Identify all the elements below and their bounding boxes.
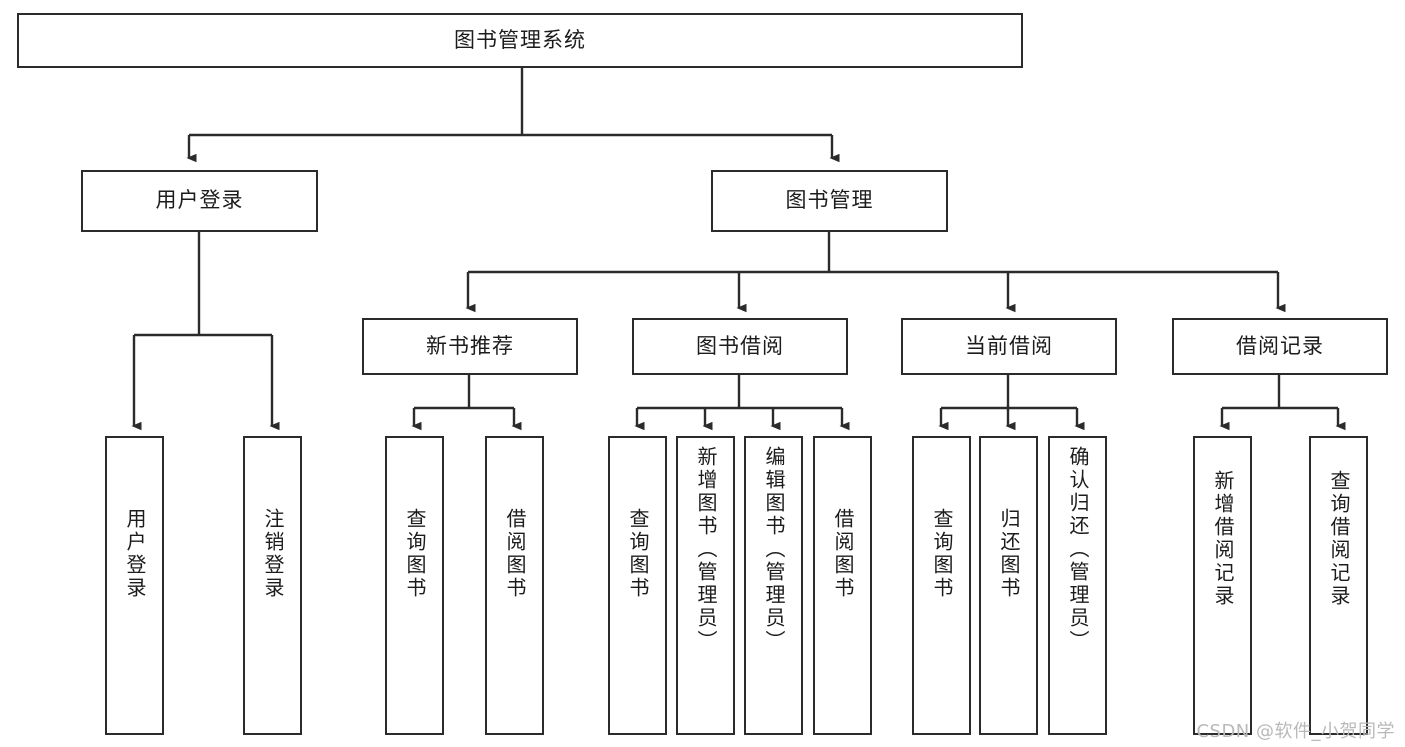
leaf-query-borrow-record[interactable]: 查询借阅记录 (1309, 436, 1368, 735)
leaf-borrow-book-recommend[interactable]: 借阅图书 (485, 436, 544, 735)
node-label: 图书借阅 (696, 333, 784, 358)
csdn-watermark: CSDN @软件_小贺同学 (1196, 721, 1395, 742)
node-label: 借阅图书 (503, 508, 527, 600)
leaf-query-book-recommend[interactable]: 查询图书 (385, 436, 444, 735)
leaf-user-login[interactable]: 用户登录 (105, 436, 164, 735)
leaf-query-book-borrow[interactable]: 查询图书 (608, 436, 667, 735)
node-label: 用户登录 (123, 508, 147, 600)
leaf-query-book-current[interactable]: 查询图书 (912, 436, 971, 735)
node-label: 查询图书 (403, 508, 427, 600)
node-borrow-record[interactable]: 借阅记录 (1172, 318, 1388, 375)
node-book-borrow[interactable]: 图书借阅 (632, 318, 848, 375)
node-new-book-recommend[interactable]: 新书推荐 (362, 318, 578, 375)
node-label: 新书推荐 (426, 333, 514, 358)
node-label: 图书管理 (785, 188, 874, 213)
node-label: 借阅记录 (1236, 333, 1324, 358)
node-label: 当前借阅 (965, 333, 1053, 358)
node-label: 编辑图书（管理员） (762, 446, 786, 653)
node-root-book-management-system[interactable]: 图书管理系统 (17, 13, 1023, 68)
leaf-logout-login[interactable]: 注销登录 (243, 436, 302, 735)
node-book-management[interactable]: 图书管理 (711, 170, 948, 232)
leaf-borrow-book[interactable]: 借阅图书 (813, 436, 872, 735)
node-label: 查询借阅记录 (1327, 470, 1351, 608)
node-label: 图书管理系统 (454, 27, 586, 52)
leaf-confirm-return-admin[interactable]: 确认归还（管理员） (1048, 436, 1107, 735)
node-label: 借阅图书 (831, 508, 855, 600)
node-label: 查询图书 (930, 508, 954, 600)
node-label: 查询图书 (626, 508, 650, 600)
node-label: 新增图书（管理员） (694, 446, 718, 653)
node-label: 用户登录 (155, 188, 244, 213)
leaf-add-book-admin[interactable]: 新增图书（管理员） (676, 436, 735, 735)
node-current-borrow[interactable]: 当前借阅 (901, 318, 1117, 375)
leaf-add-borrow-record[interactable]: 新增借阅记录 (1193, 436, 1252, 735)
node-label: 新增借阅记录 (1211, 470, 1235, 608)
leaf-edit-book-admin[interactable]: 编辑图书（管理员） (744, 436, 803, 735)
node-user-login[interactable]: 用户登录 (81, 170, 318, 232)
node-label: 注销登录 (261, 508, 285, 600)
node-label: 确认归还（管理员） (1066, 446, 1090, 653)
leaf-return-book[interactable]: 归还图书 (979, 436, 1038, 735)
node-label: 归还图书 (997, 508, 1021, 600)
